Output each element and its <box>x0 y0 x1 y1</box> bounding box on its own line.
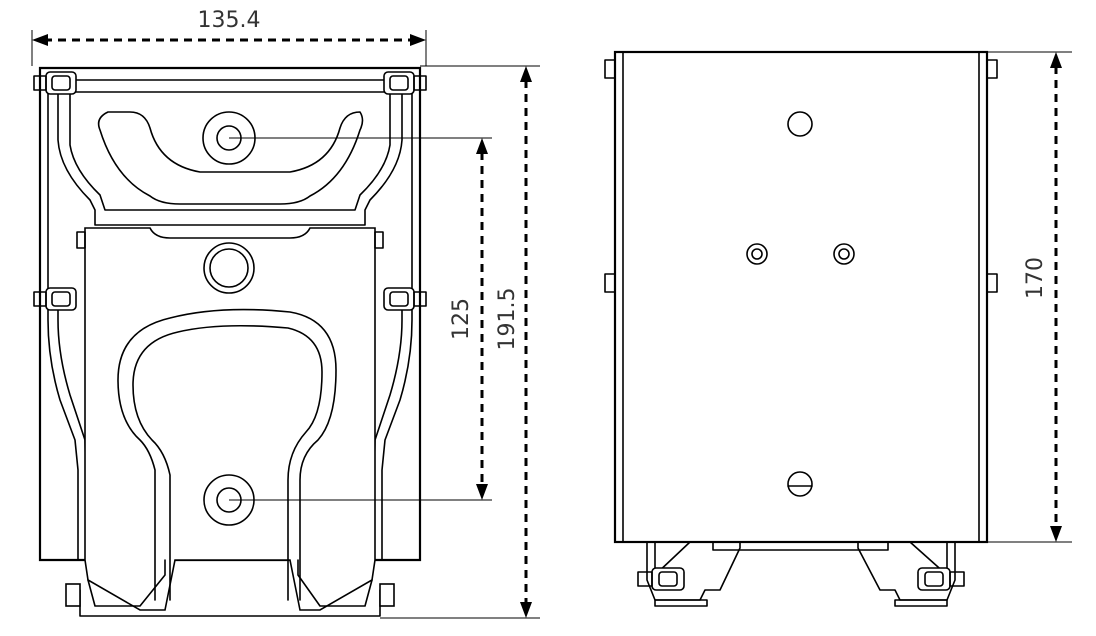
back-left-screw-outer <box>746 243 768 265</box>
dimension-hole-spacing: 125 <box>449 138 488 500</box>
nut-top-right <box>383 71 427 95</box>
front-u-slot-inner <box>132 324 323 601</box>
dimension-label-hole-spacing: 125 <box>449 298 474 340</box>
back-lower-hole <box>787 471 813 497</box>
upper-handle-inner <box>69 91 391 211</box>
side-nub-mid-left <box>604 273 616 293</box>
front-u-slot-outer <box>117 308 337 601</box>
nut-mid-left <box>33 287 77 311</box>
side-nub-top-right <box>986 59 998 79</box>
bottom-right-bracket <box>857 541 956 601</box>
bottom-left-foot <box>654 599 708 607</box>
dimension-label-width: 135.4 <box>198 8 261 33</box>
right-rail-inner <box>371 299 403 561</box>
side-nub-top-left <box>604 59 616 79</box>
left-ear-tab <box>76 231 86 249</box>
front-bottom-step-right <box>297 559 373 607</box>
bottom-left-bracket <box>646 541 741 601</box>
right-ear-tab <box>374 231 384 249</box>
nut-bottom-right <box>379 583 395 607</box>
right-rail <box>381 91 413 561</box>
back-plate <box>613 50 989 544</box>
dimension-label-right-height: 170 <box>1023 257 1048 299</box>
front-mounting-plate <box>84 227 376 611</box>
nut-mid-right <box>383 287 427 311</box>
back-left-screw-inner <box>751 248 763 260</box>
top-cutout-slot <box>97 111 364 205</box>
center-hole-inner <box>209 248 249 288</box>
center-hole-outer <box>203 242 255 294</box>
left-front-view <box>31 30 540 619</box>
bottom-right-foot <box>894 599 948 607</box>
dimension-total-height: 191.5 <box>495 66 532 618</box>
left-rail-inner <box>57 299 89 561</box>
nut-top-left <box>33 71 77 95</box>
bottom-left-nut <box>637 567 685 591</box>
right-back-view <box>604 50 1072 607</box>
bottom-right-nut <box>917 567 965 591</box>
side-nub-mid-right <box>986 273 998 293</box>
left-rail <box>47 91 79 561</box>
back-right-screw-inner <box>838 248 850 260</box>
dimension-right-height: 170 <box>1023 52 1062 542</box>
back-plate-outline <box>38 66 422 562</box>
front-bottom-step <box>87 559 166 607</box>
dimension-label-total-height: 191.5 <box>495 288 520 351</box>
dimension-width-top: 135.4 <box>32 8 426 46</box>
back-plate-top-rim <box>55 79 405 93</box>
bottom-clamp-bar <box>712 541 889 551</box>
upper-handle <box>57 91 403 226</box>
back-upper-hole <box>787 111 813 137</box>
back-right-screw-outer <box>833 243 855 265</box>
nut-bottom-left <box>65 583 81 607</box>
